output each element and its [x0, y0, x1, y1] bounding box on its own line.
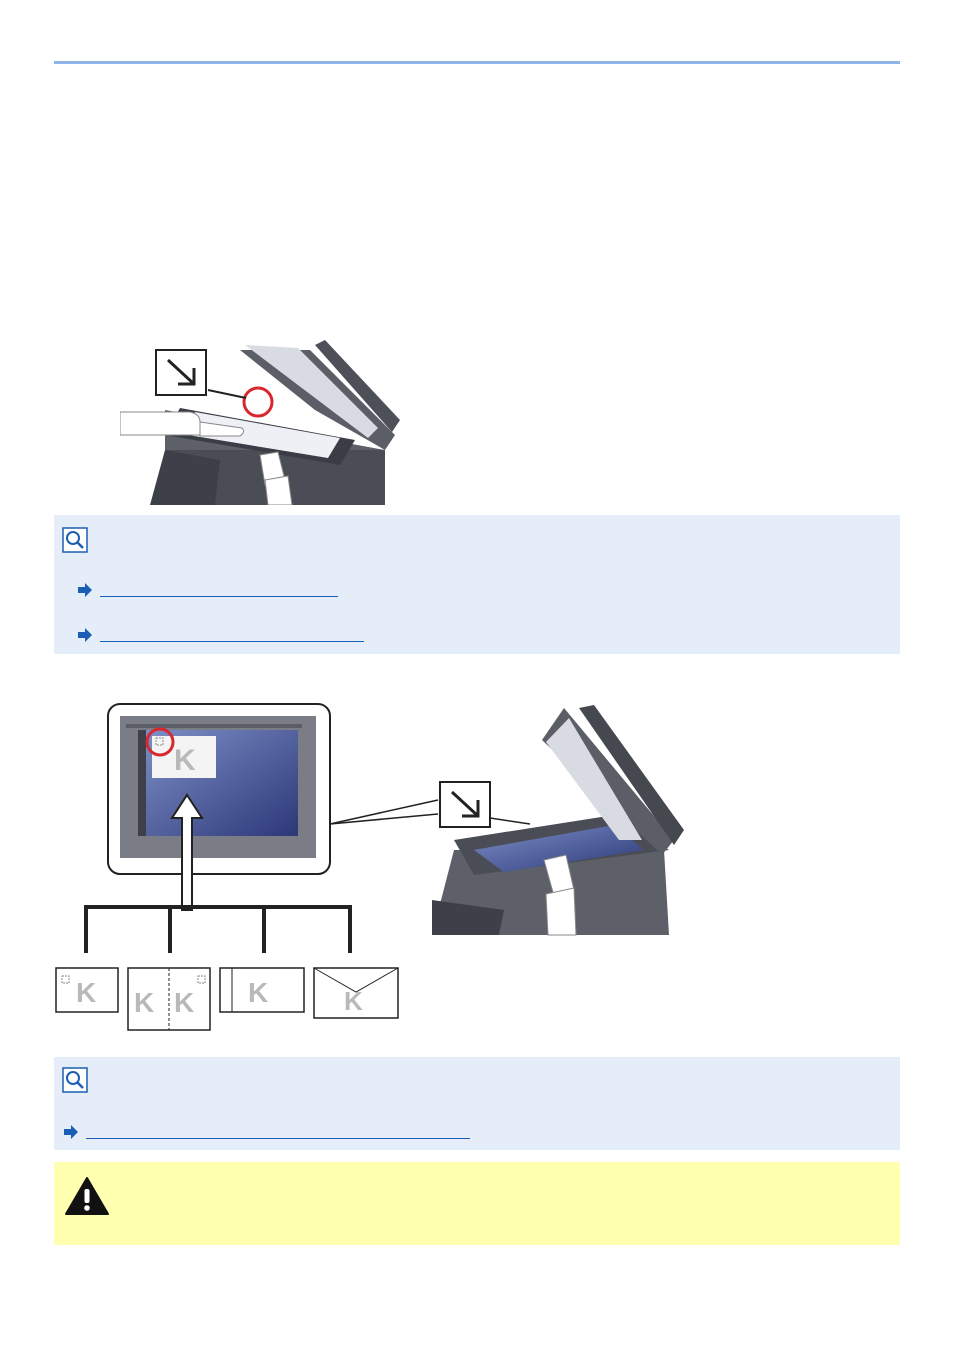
- svg-text:K: K: [76, 977, 96, 1008]
- svg-text:K: K: [174, 744, 196, 777]
- note2-link-1[interactable]: [64, 1123, 504, 1141]
- note1-link-2[interactable]: [78, 626, 378, 644]
- platen-figure-2: K K K K K K: [55, 703, 684, 1031]
- link-arrow-icon: [78, 583, 92, 597]
- note1-link-1[interactable]: [78, 581, 378, 599]
- link-arrow-icon: [78, 628, 92, 642]
- note-magnifier-icon: [62, 1067, 88, 1093]
- caution-box: [54, 1162, 900, 1245]
- note2-link-1-text[interactable]: [86, 1123, 470, 1139]
- note1-link-1-text[interactable]: [100, 581, 338, 597]
- svg-text:K: K: [174, 987, 194, 1018]
- note-magnifier-icon: [62, 527, 88, 553]
- link-arrow-icon: [64, 1125, 78, 1139]
- header-rule: [54, 61, 900, 64]
- svg-text:K: K: [344, 986, 363, 1016]
- warning-triangle-icon: [65, 1177, 109, 1215]
- note-box-2: [54, 1057, 900, 1150]
- note1-link-2-text[interactable]: [100, 626, 364, 642]
- svg-text:K: K: [248, 977, 268, 1008]
- svg-text:K: K: [134, 987, 154, 1018]
- note-box-1: [54, 515, 900, 654]
- platen-figure-1: [120, 340, 400, 505]
